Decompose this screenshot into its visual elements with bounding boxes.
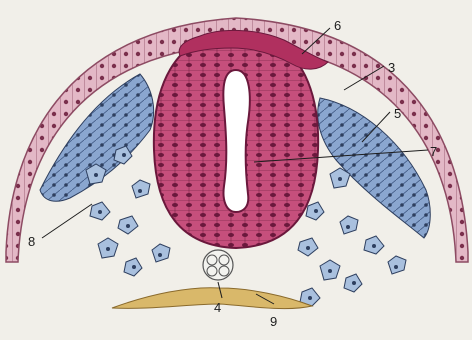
label-neural-crest: 5 — [394, 106, 401, 121]
neural-canal — [223, 70, 249, 212]
label-mesenchyme: 8 — [28, 234, 35, 249]
label-roof-plate: 6 — [334, 18, 341, 33]
notochord — [203, 250, 233, 280]
label-ectoderm: 3 — [388, 60, 395, 75]
label-notochord: 4 — [214, 300, 221, 315]
label-endoderm: 9 — [270, 314, 277, 329]
label-neural-canal: 7 — [430, 144, 437, 159]
endoderm-layer — [112, 288, 312, 309]
